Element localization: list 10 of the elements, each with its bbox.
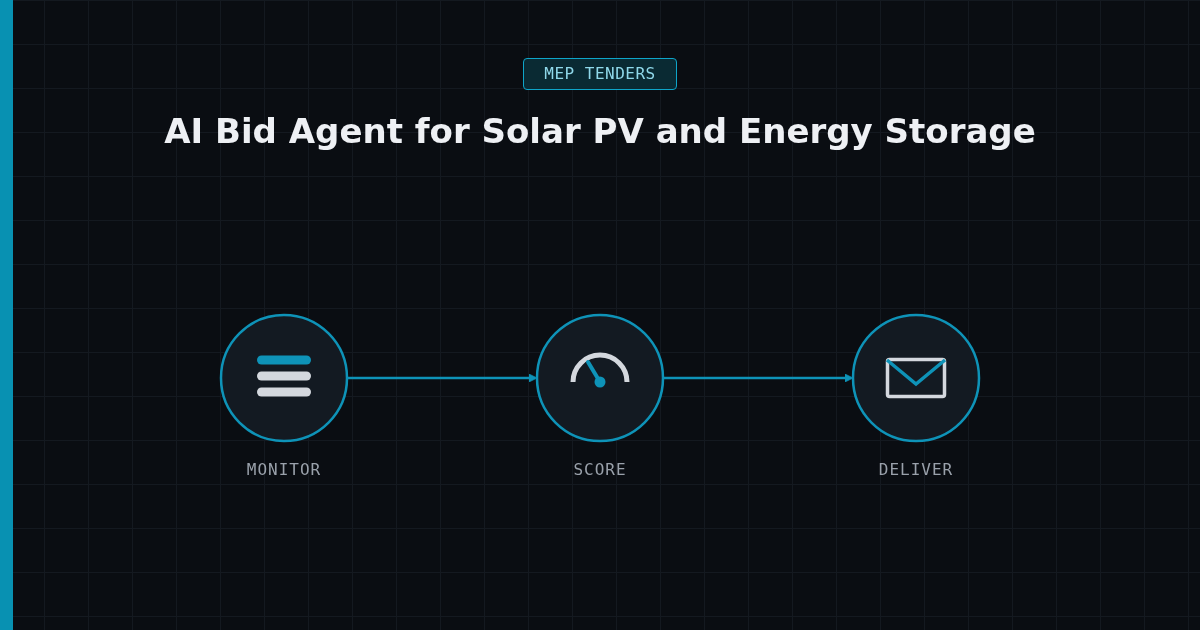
tag-badge: MEP TENDERS bbox=[523, 58, 677, 90]
step-circle bbox=[219, 313, 349, 443]
step-label: MONITOR bbox=[246, 460, 322, 479]
arrow bbox=[347, 373, 538, 383]
step-label: SCORE bbox=[573, 460, 627, 479]
step-circle bbox=[851, 313, 981, 443]
title: AI Bid Agent for Solar PV and Energy Storage bbox=[164, 110, 1036, 152]
step-circle bbox=[535, 313, 665, 443]
arrow bbox=[663, 373, 854, 383]
step-label: DELIVER bbox=[878, 460, 954, 479]
